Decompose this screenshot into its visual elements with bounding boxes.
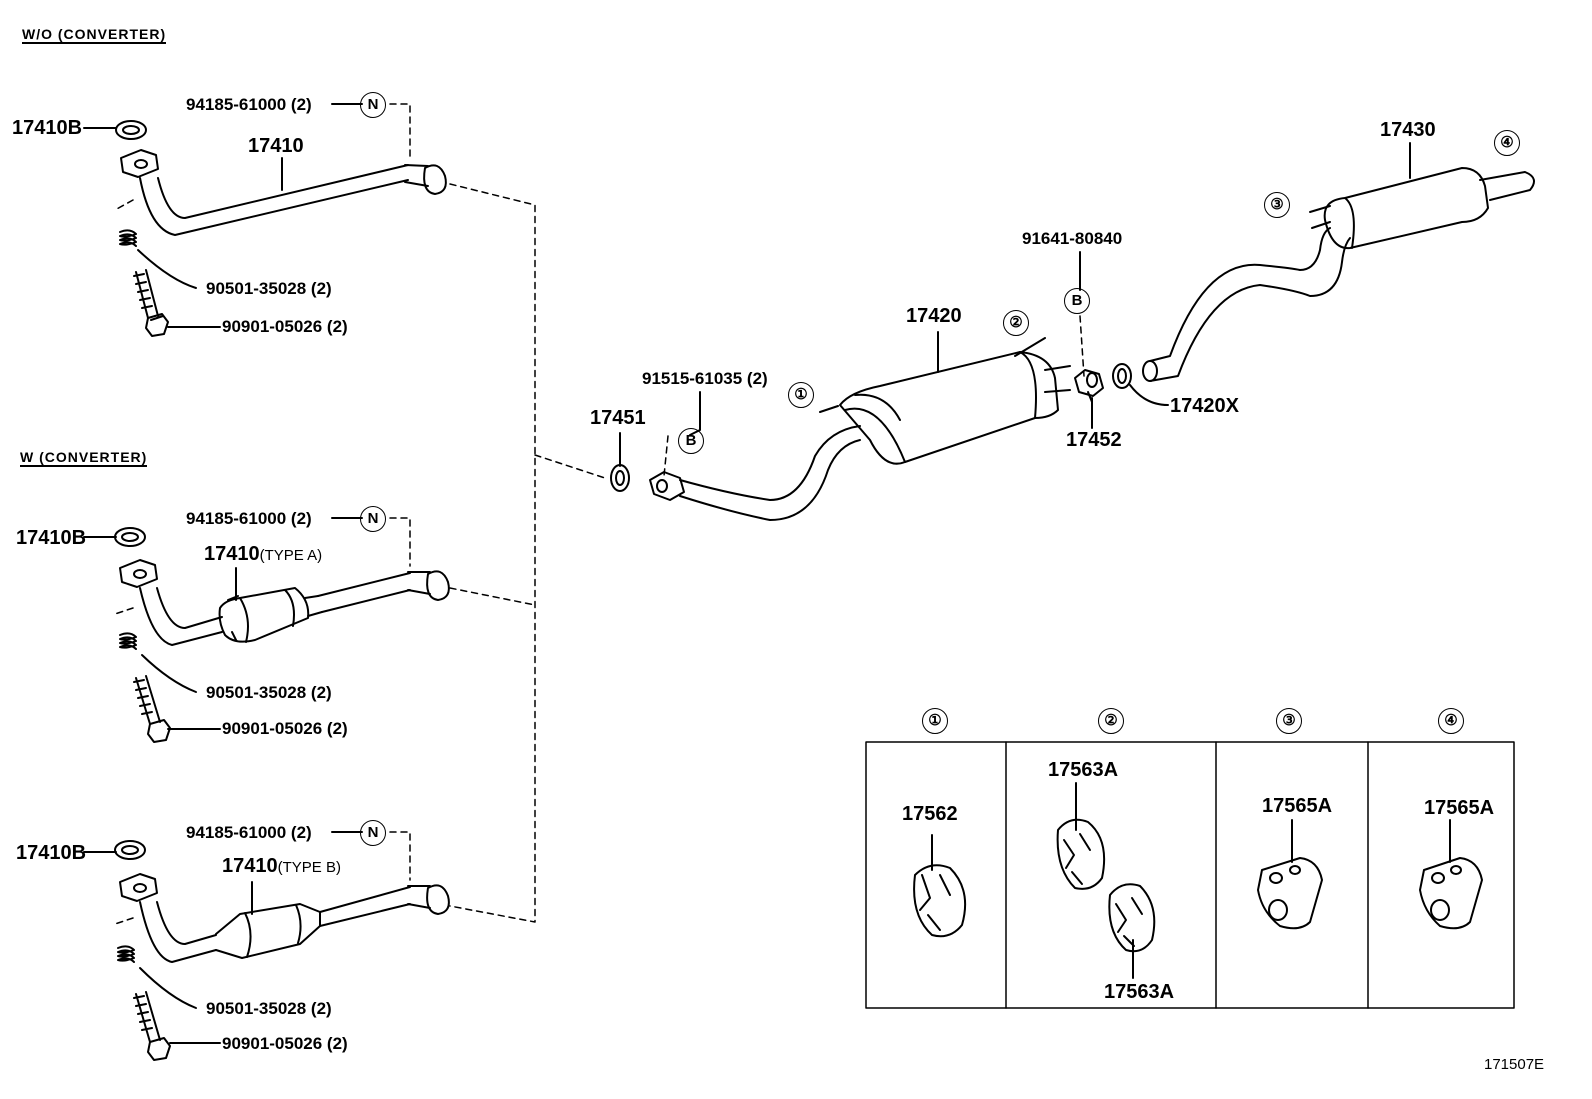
marker-1: ① <box>922 708 948 734</box>
marker-4: ④ <box>1438 708 1464 734</box>
front-pipe-type-b-group <box>114 840 450 1061</box>
part-label-17562: 17562 <box>902 803 958 825</box>
part-label-90501: 90501-35028 (2) <box>206 279 332 298</box>
marker-b: B <box>678 428 704 454</box>
leader-lines <box>83 103 1451 1044</box>
part-label-94185: 94185-61000 (2) <box>186 509 312 528</box>
section-heading-with-converter: W (CONVERTER) <box>20 449 148 467</box>
type-label: (TYPE B) <box>277 859 341 876</box>
part-label-17451: 17451 <box>590 407 646 429</box>
marker-2: ② <box>1003 310 1029 336</box>
part-label-17565a: 17565A <box>1262 795 1333 817</box>
hanger-table <box>865 741 1515 1009</box>
marker-3: ③ <box>1276 708 1302 734</box>
part-label-17563a-upper: 17563A <box>1048 759 1119 781</box>
marker-3: ③ <box>1264 192 1290 218</box>
part-label-17420: 17420 <box>906 305 962 327</box>
part-label-17410b: 17410B <box>16 842 87 864</box>
part-label-90501: 90501-35028 (2) <box>206 683 332 702</box>
front-pipe-plain-group <box>115 120 447 337</box>
marker-n: N <box>360 92 386 118</box>
part-number: 17410 <box>204 543 260 565</box>
figure-number: 171507E <box>1484 1056 1545 1073</box>
part-label-17420x: 17420X <box>1170 395 1239 417</box>
part-label-17410-type-a: 17410(TYPE A) <box>204 544 322 564</box>
part-label-17410: 17410 <box>248 135 304 157</box>
part-label-90901: 90901-05026 (2) <box>222 719 348 738</box>
part-label-90501: 90501-35028 (2) <box>206 999 332 1018</box>
part-label-91641: 91641-80840 <box>1022 229 1123 248</box>
front-pipe-type-a-group <box>114 527 450 743</box>
marker-n: N <box>360 820 386 846</box>
part-label-94185: 94185-61000 (2) <box>186 95 312 114</box>
marker-n: N <box>360 506 386 532</box>
part-label-17565a: 17565A <box>1424 797 1495 819</box>
part-label-17410-type-b: 17410(TYPE B) <box>222 856 341 876</box>
section-heading-without-converter: W/O (CONVERTER) <box>22 26 167 44</box>
part-label-17410b: 17410B <box>12 117 83 139</box>
marker-b: B <box>1064 288 1090 314</box>
type-label: (TYPE A) <box>259 547 323 564</box>
part-number: 17410 <box>222 855 278 877</box>
tail-pipe-group <box>1142 167 1535 382</box>
dashed-reference-lines <box>114 103 1085 925</box>
marker-4: ④ <box>1494 130 1520 156</box>
part-label-94185: 94185-61000 (2) <box>186 823 312 842</box>
part-label-17430: 17430 <box>1380 119 1436 141</box>
part-label-90901: 90901-05026 (2) <box>222 1034 348 1053</box>
part-label-17410b: 17410B <box>16 527 87 549</box>
marker-1: ① <box>788 382 814 408</box>
marker-2: ② <box>1098 708 1124 734</box>
part-label-17452: 17452 <box>1066 429 1122 451</box>
part-label-17563a-lower: 17563A <box>1104 981 1175 1003</box>
part-label-91515: 91515-61035 (2) <box>642 369 768 388</box>
part-label-90901: 90901-05026 (2) <box>222 317 348 336</box>
